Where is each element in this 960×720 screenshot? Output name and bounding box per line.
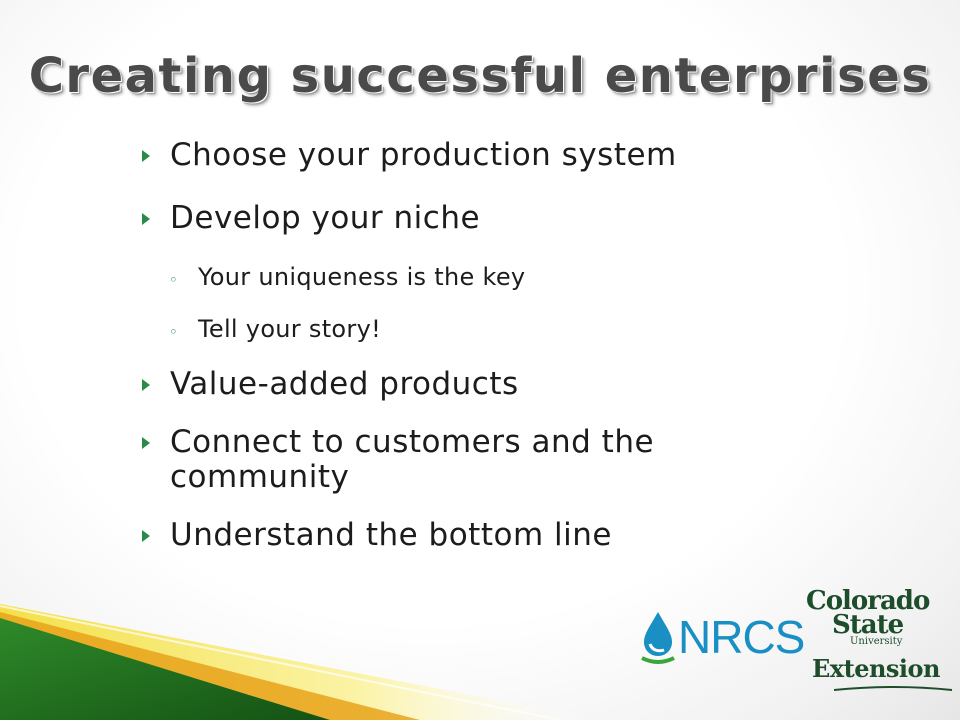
bullet-text: Choose your production system xyxy=(170,137,677,173)
swoosh-green-band xyxy=(0,618,330,720)
triangle-right-icon xyxy=(142,150,150,162)
triangle-right-icon xyxy=(142,530,150,542)
triangle-right-icon xyxy=(142,213,150,225)
csu-logo: Colorado State University xyxy=(806,588,936,648)
bullet-text: Develop your niche xyxy=(170,200,481,236)
nrcs-text: NRCS xyxy=(678,611,805,663)
csu-line-colorado: Colorado xyxy=(806,586,930,616)
bullet-item: Value-added products xyxy=(142,367,782,402)
csu-line-university: University xyxy=(850,636,903,647)
bullet-item: Choose your production system xyxy=(142,138,782,173)
swoosh-orange-band xyxy=(0,612,420,720)
triangle-right-icon xyxy=(142,437,150,449)
sub-bullet-text: Tell your story! xyxy=(198,315,381,343)
bullet-text: Value-added products xyxy=(170,366,519,402)
triangle-right-icon xyxy=(142,379,150,391)
swoosh-light-line xyxy=(0,605,561,720)
bullet-text: Understand the bottom line xyxy=(170,517,612,553)
slide-title: Creating successful enterprises xyxy=(28,48,932,104)
csu-line-state: State xyxy=(832,610,904,640)
bullet-item: Connect to customers and the community xyxy=(142,425,782,495)
ring-bullet-icon: ◦ xyxy=(169,271,179,289)
bullet-item: Understand the bottom line xyxy=(142,518,782,553)
extension-underline xyxy=(834,686,953,691)
extension-logo: Extension xyxy=(812,654,953,691)
ring-bullet-icon: ◦ xyxy=(169,323,179,341)
sub-bullet-item: ◦ Tell your story! xyxy=(142,315,782,343)
extension-text: Extension xyxy=(812,654,941,683)
nrcs-drop-icon xyxy=(641,612,675,664)
sub-bullet-item: ◦ Your uniqueness is the key xyxy=(142,263,782,291)
sub-bullet-text: Your uniqueness is the key xyxy=(198,263,526,291)
bullet-item: Develop your niche xyxy=(142,201,782,236)
bullet-text: Connect to customers and the community xyxy=(170,424,655,495)
bullet-list: Choose your production system Develop yo… xyxy=(142,128,782,553)
